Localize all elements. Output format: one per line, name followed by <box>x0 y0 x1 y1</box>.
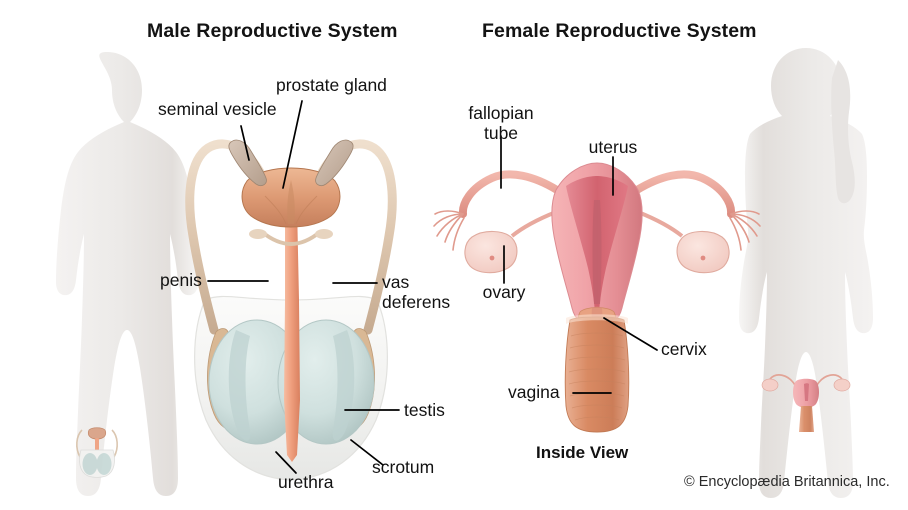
vagina-shape <box>564 316 630 433</box>
label-urethra: urethra <box>278 472 334 492</box>
leader-urethra <box>275 451 297 474</box>
leader-cervix <box>603 317 658 351</box>
fimbriae-left <box>433 210 465 251</box>
ovary-left <box>464 230 518 274</box>
male-organs <box>185 139 397 481</box>
leader-scrotum <box>350 439 384 466</box>
label-vas-deferens: vas deferens <box>382 272 451 312</box>
label-uterus: uterus <box>588 137 638 157</box>
female-title: Female Reproductive System <box>482 20 757 42</box>
label-cervix: cervix <box>661 339 707 359</box>
fallopian-tube-left <box>458 170 561 218</box>
female-silhouette <box>739 48 873 498</box>
label-ovary: ovary <box>482 282 526 302</box>
seminal-vesicle-left <box>228 139 267 186</box>
label-penis: penis <box>160 270 202 290</box>
label-fallopian-tube-line2: tube <box>483 122 519 143</box>
label-scrotum: scrotum <box>372 457 435 477</box>
male-inset <box>76 427 118 478</box>
leader-prostate-gland <box>282 100 303 189</box>
male-title: Male Reproductive System <box>147 20 398 42</box>
seminal-vesicle-right <box>315 139 354 186</box>
fimbriae-right <box>729 210 761 251</box>
label-fallopian-tube-line1: fallopian <box>468 103 534 123</box>
label-prostate-gland: prostate gland <box>276 75 387 95</box>
label-fallopian-tube: fallopian tube <box>438 103 564 143</box>
vagina-rugae <box>568 332 626 421</box>
label-vagina: vagina <box>508 382 560 402</box>
male-silhouette <box>56 52 198 496</box>
label-vas-deferens-line2: deferens <box>382 291 451 312</box>
leader-lines <box>207 100 658 474</box>
label-vas-deferens-line1: vas <box>382 272 410 292</box>
female-inset <box>761 374 851 432</box>
copyright-notice: © Encyclopædia Britannica, Inc. <box>684 474 890 490</box>
female-organs <box>433 162 761 433</box>
label-testis: testis <box>404 400 445 420</box>
urethra-shaft <box>284 205 300 462</box>
fallopian-tube-right <box>633 170 736 218</box>
ovary-right <box>676 230 730 274</box>
leader-seminal-vesicle <box>240 125 250 161</box>
label-seminal-vesicle: seminal vesicle <box>158 99 277 119</box>
inside-view-caption: Inside View <box>536 443 629 462</box>
